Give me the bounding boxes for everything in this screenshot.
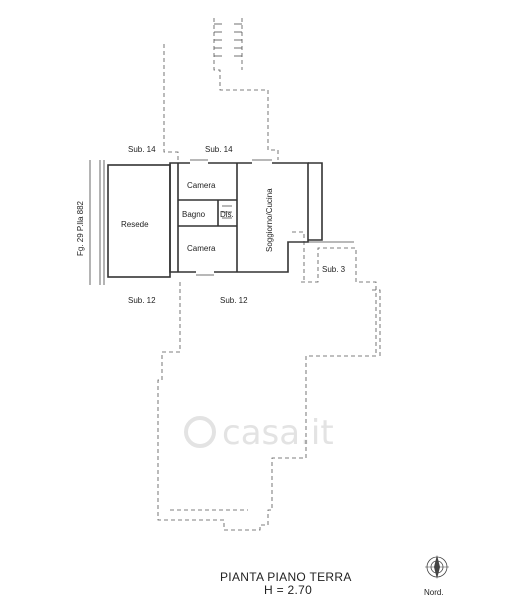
room-soggiorno: Soggiorno/Cucina — [265, 188, 274, 252]
boundary-line-west — [163, 44, 179, 162]
plan-height-note: H = 2.70 — [264, 583, 312, 597]
resede-outer-line — [99, 160, 105, 285]
north-label: Nord. — [424, 588, 444, 597]
window-openings — [190, 161, 272, 274]
room-resede: Resede — [121, 220, 149, 229]
watermark: casa.it — [184, 413, 334, 453]
label-sub14-left: Sub. 14 — [128, 145, 156, 154]
label-sub3: Sub. 3 — [322, 265, 346, 274]
room-camera-top: Camera — [187, 181, 216, 190]
room-bagno: Bagno — [182, 210, 206, 219]
room-camera-bottom: Camera — [187, 244, 216, 253]
yard-east-line — [372, 289, 381, 356]
watermark-logo-icon — [184, 416, 216, 448]
stair-steps — [214, 23, 242, 57]
label-sub12-left: Sub. 12 — [128, 296, 156, 305]
property-boundary-upper — [163, 18, 279, 162]
plan-title: PIANTA PIANO TERRA — [220, 570, 352, 584]
room-dis: Dis. — [220, 210, 234, 219]
watermark-text: casa.it — [222, 413, 334, 453]
north-arrow-icon — [425, 555, 449, 579]
window-sills — [190, 159, 272, 276]
label-sub14-right: Sub. 14 — [205, 145, 233, 154]
yard-outline — [157, 247, 377, 531]
building-walls — [89, 159, 354, 285]
label-parcel: Fg. 29 P.lla 882 — [76, 200, 85, 256]
east-annex-wall — [308, 162, 323, 241]
property-boundary-lower — [157, 231, 381, 531]
boundary-line-north — [213, 18, 279, 160]
yard-connector — [292, 231, 305, 282]
label-sub12-right: Sub. 12 — [220, 296, 248, 305]
dis-steps — [222, 205, 232, 219]
